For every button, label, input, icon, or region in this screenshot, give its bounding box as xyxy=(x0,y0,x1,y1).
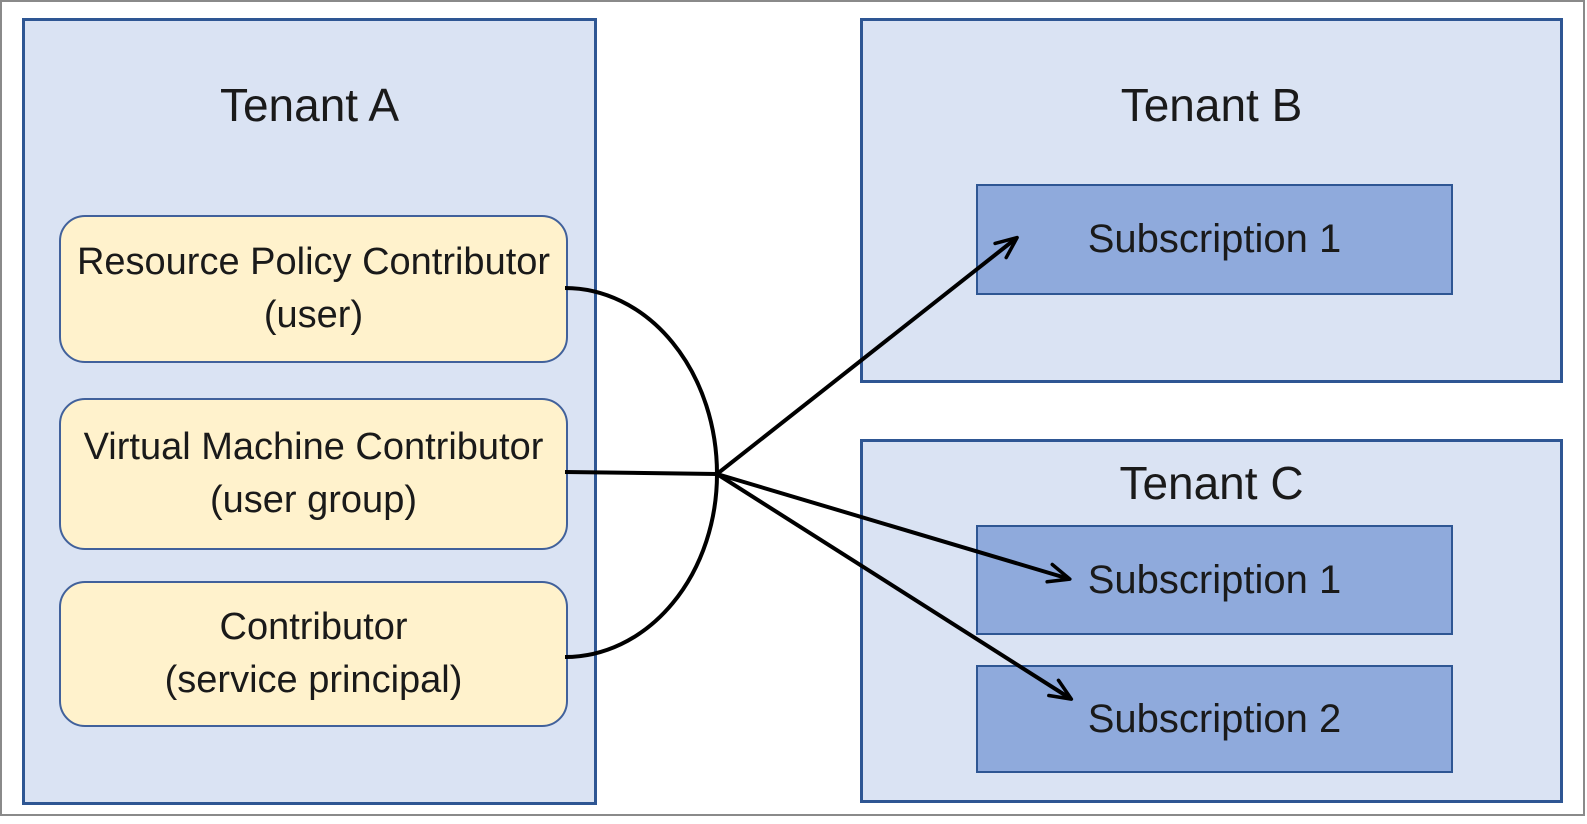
tenant-c-subscription-1: Subscription 1 xyxy=(976,525,1453,635)
tenant-b-subscription-1: Subscription 1 xyxy=(976,184,1453,295)
role-label: Resource Policy Contributor xyxy=(76,241,551,283)
role-virtual-machine-contributor: Virtual Machine Contributor (user group) xyxy=(59,398,568,550)
tenant-c-title: Tenant C xyxy=(1119,457,1304,509)
role-sublabel: (user) xyxy=(263,294,364,336)
role-resource-policy-contributor: Resource Policy Contributor (user) xyxy=(59,215,568,363)
tenant-b-title: Tenant B xyxy=(1120,79,1303,131)
role-label: Virtual Machine Contributor xyxy=(83,426,544,468)
subscription-label: Subscription 1 xyxy=(1087,217,1342,261)
subscription-label: Subscription 2 xyxy=(1087,696,1342,741)
role-sublabel: (service principal) xyxy=(164,659,463,701)
tenant-a-title: Tenant A xyxy=(219,79,400,131)
tenant-a-box: Tenant A Resource Policy Contributor (us… xyxy=(22,18,597,805)
tenant-c-subscription-2: Subscription 2 xyxy=(976,665,1453,773)
subscription-label: Subscription 1 xyxy=(1087,557,1342,602)
role-label: Contributor xyxy=(219,606,408,648)
role-contributor: Contributor (service principal) xyxy=(59,581,568,727)
tenant-c-box: Tenant C Subscription 1 Subscription 2 xyxy=(860,439,1563,803)
tenant-b-box: Tenant B Subscription 1 xyxy=(860,18,1563,383)
role-sublabel: (user group) xyxy=(210,479,417,521)
